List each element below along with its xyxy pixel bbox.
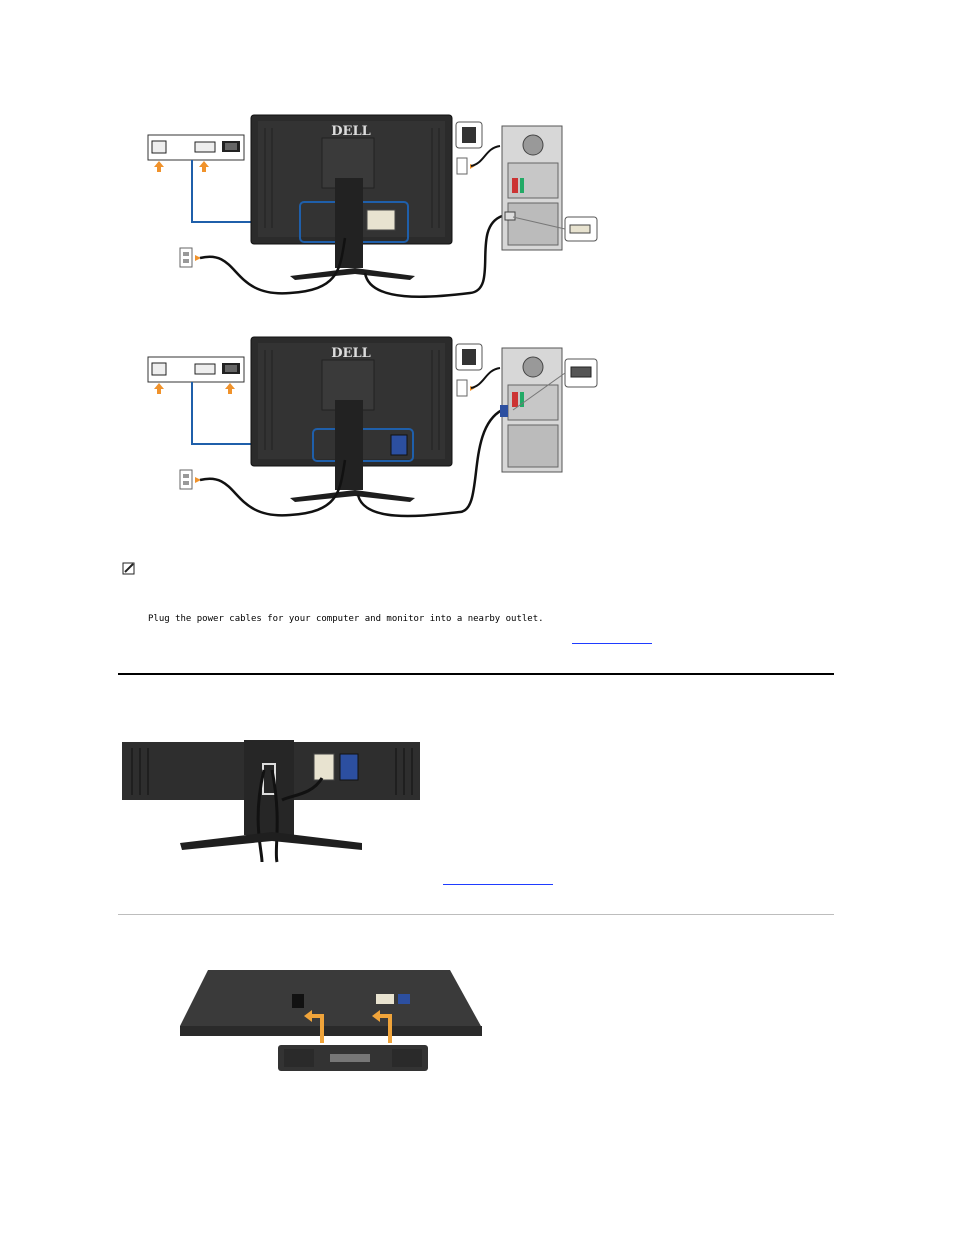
dell-logo: DELL bbox=[331, 124, 370, 139]
hyperlink[interactable] bbox=[572, 643, 652, 644]
dvi-connection-diagram: DELL bbox=[147, 114, 598, 298]
monitor-stand-neck bbox=[335, 400, 363, 490]
dvi-plug-callout-icon bbox=[512, 216, 598, 242]
connector-panel bbox=[147, 356, 245, 383]
computer-tower bbox=[501, 125, 563, 251]
vga-arrow-icon bbox=[225, 383, 235, 394]
attach-arrow-icon bbox=[372, 1010, 392, 1043]
computer-tower bbox=[500, 347, 563, 473]
wall-outlet-icon bbox=[179, 469, 201, 490]
monitor-stand-base bbox=[290, 268, 415, 280]
cable-management-photo bbox=[122, 740, 420, 863]
power-arrow-icon bbox=[154, 161, 164, 172]
connector-panel bbox=[147, 134, 245, 161]
dvi-arrow-icon bbox=[199, 161, 209, 172]
monitor-stand-neck bbox=[335, 178, 363, 268]
power-socket-icon bbox=[455, 343, 483, 371]
soundbar-attach-photo bbox=[180, 970, 482, 1071]
vga-connection-diagram: DELL bbox=[147, 336, 598, 518]
soundbar bbox=[278, 1045, 428, 1071]
attach-arrow-icon bbox=[304, 1010, 324, 1043]
power-socket-icon bbox=[455, 121, 483, 149]
power-instruction-text: Plug the power cables for your computer … bbox=[148, 614, 544, 624]
section-divider bbox=[118, 673, 834, 675]
vga-plug-callout-icon bbox=[512, 358, 598, 411]
pencil-note-icon bbox=[122, 562, 135, 575]
monitor-back: DELL bbox=[250, 114, 453, 245]
dell-logo: DELL bbox=[331, 346, 370, 361]
monitor-stand-base bbox=[290, 490, 415, 502]
thin-divider bbox=[118, 914, 834, 915]
power-arrow-icon bbox=[154, 383, 164, 394]
hyperlink[interactable] bbox=[443, 884, 553, 885]
wall-outlet-icon bbox=[179, 247, 201, 268]
